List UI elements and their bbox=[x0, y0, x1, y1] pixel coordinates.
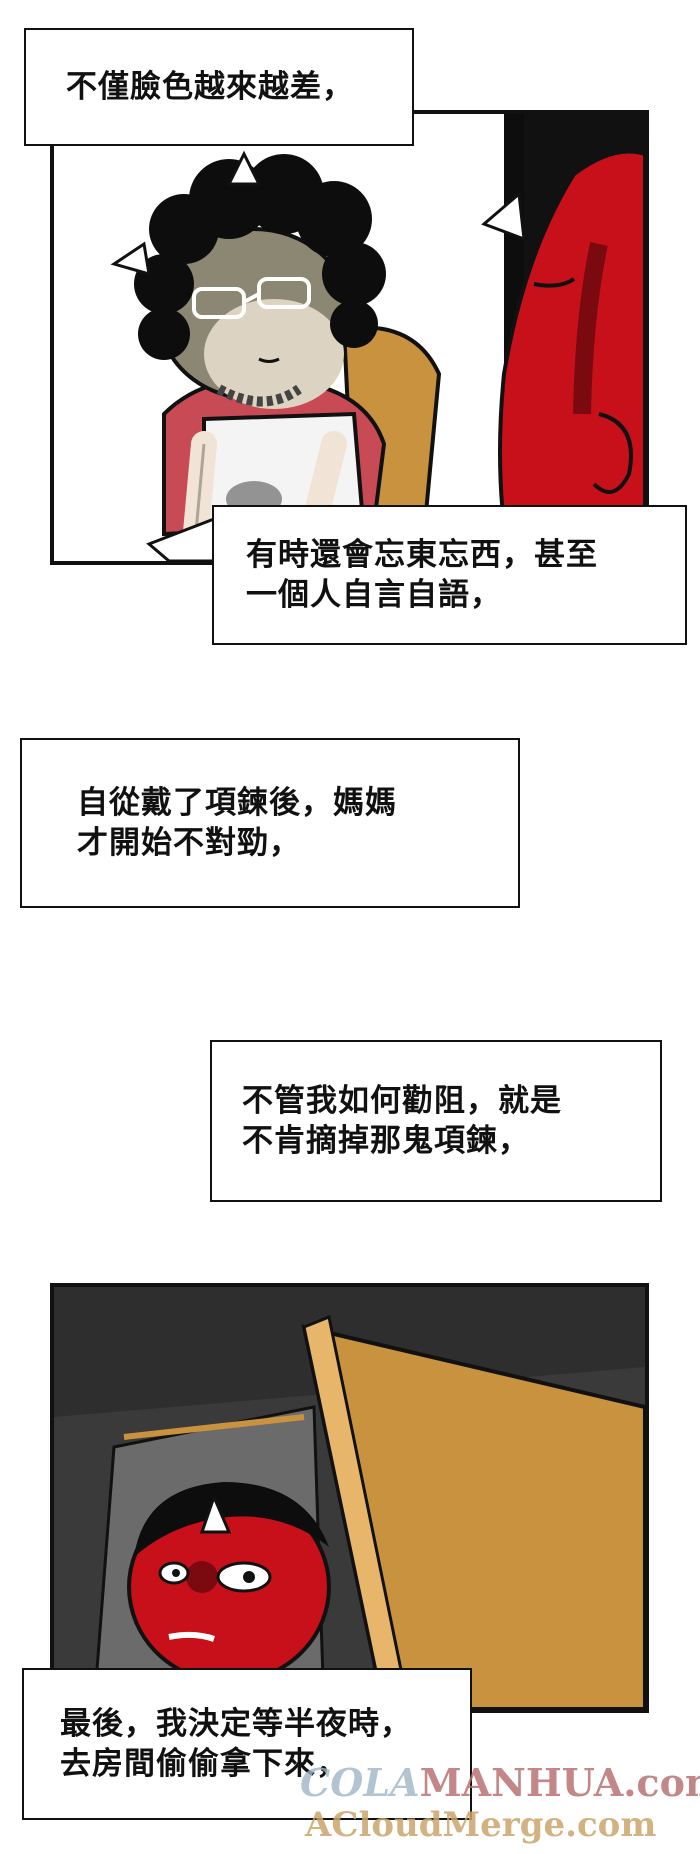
caption-face-worse: 不僅臉色越來越差， bbox=[24, 28, 414, 146]
caption-midnight-plan-text: 最後，我決定等半夜時， 去房間偷偷拿下來， bbox=[60, 1706, 412, 1782]
caption-face-worse-text: 不僅臉色越來越差， bbox=[66, 69, 354, 105]
watermark-prefix: COLA bbox=[300, 1760, 420, 1805]
watermark-line2: ACloudMerge.com bbox=[305, 1805, 657, 1845]
panel-night-scene bbox=[50, 1283, 649, 1713]
watermark-suffix: .com bbox=[623, 1760, 700, 1805]
caption-forgetful: 有時還會忘東忘西，甚至 一個人自言自語， bbox=[212, 505, 687, 645]
caption-necklace-start-text: 自從戴了項鍊後，媽媽 才開始不對勁， bbox=[77, 785, 397, 861]
watermark-colamanhua: COLAMANHUA.com bbox=[300, 1760, 700, 1805]
caption-refuse-remove: 不管我如何勸阻，就是 不肯摘掉那鬼項鍊， bbox=[210, 1040, 662, 1202]
caption-forgetful-text: 有時還會忘東忘西，甚至 一個人自言自語， bbox=[246, 537, 598, 613]
caption-midnight-plan: 最後，我決定等半夜時， 去房間偷偷拿下來， bbox=[22, 1668, 472, 1820]
caption-necklace-start: 自從戴了項鍊後，媽媽 才開始不對勁， bbox=[20, 738, 520, 908]
red-kid-peeking-illustration bbox=[54, 1287, 645, 1709]
caption-refuse-remove-text: 不管我如何勸阻，就是 不肯摘掉那鬼項鍊， bbox=[242, 1083, 562, 1159]
panel-mother-scene bbox=[50, 110, 649, 565]
watermark-main: MANHUA bbox=[419, 1760, 624, 1805]
mother-and-red-demon-illustration bbox=[110, 114, 645, 561]
watermark-acloudmerge: ACloudMerge.com bbox=[305, 1805, 656, 1845]
